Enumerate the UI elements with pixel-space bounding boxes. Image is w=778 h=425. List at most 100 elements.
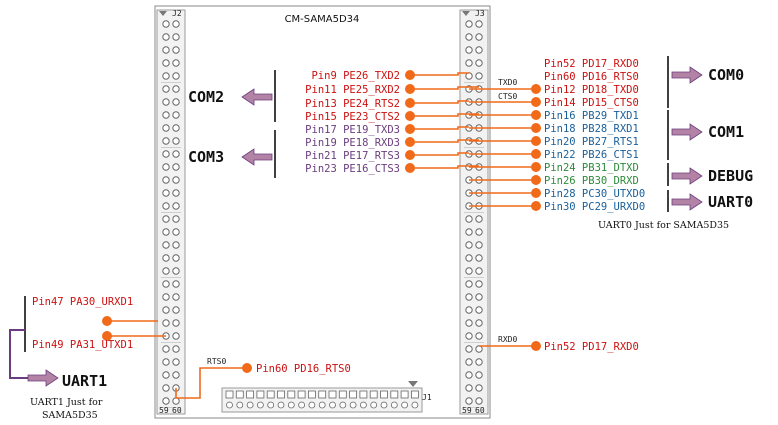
pin-rts0-bottom-label: Pin60 PD16_RTS0 bbox=[256, 363, 351, 375]
connection-dot bbox=[531, 136, 541, 146]
header-pin-hole bbox=[465, 332, 473, 340]
header-pin-hole bbox=[172, 202, 180, 210]
header-pin-hole bbox=[475, 332, 483, 340]
j1-pin-hole bbox=[307, 390, 316, 399]
header-pin-hole bbox=[465, 215, 473, 223]
connection-dot bbox=[405, 111, 415, 121]
header-pin-hole bbox=[172, 163, 180, 171]
j1-pin-hole bbox=[369, 390, 378, 399]
j1-pin-hole bbox=[411, 401, 419, 409]
connection-dot bbox=[405, 137, 415, 147]
pin-label: Pin14 PD15_CTS0 bbox=[544, 97, 639, 109]
pin-label: Pin15 PE23_CTS2 bbox=[305, 111, 400, 123]
header-pin-hole bbox=[162, 293, 170, 301]
header-pin-hole bbox=[162, 46, 170, 54]
trace-line bbox=[410, 86, 479, 90]
header-pin-hole bbox=[465, 46, 473, 54]
note-uart0: UART0 Just for SAMA5D35 bbox=[598, 220, 729, 231]
header-pin-hole bbox=[172, 176, 180, 184]
header-pin-hole bbox=[475, 20, 483, 28]
arrow-right-icon bbox=[671, 66, 703, 84]
pin-label: Pin26 PB30_DRXD bbox=[544, 175, 639, 187]
header-pin-hole bbox=[172, 319, 180, 327]
pin-label: Pin22 PB26_CTS1 bbox=[544, 149, 639, 161]
pin-label: Pin17 PE19_TXD3 bbox=[305, 124, 400, 136]
header-pin-hole bbox=[172, 124, 180, 132]
j3-marker-icon bbox=[462, 11, 470, 16]
note-uart1-line2: SAMA5D35 bbox=[42, 410, 98, 421]
connection-dot bbox=[102, 331, 112, 341]
header-pin-hole bbox=[162, 345, 170, 353]
header-pin-hole bbox=[475, 319, 483, 327]
header-pin-hole bbox=[475, 371, 483, 379]
header-pin-hole bbox=[172, 228, 180, 236]
header-pin-hole bbox=[162, 150, 170, 158]
header-pin-hole bbox=[465, 319, 473, 327]
header-pin-hole bbox=[162, 98, 170, 106]
j2-label: J2 bbox=[172, 9, 182, 18]
j1-pin-hole bbox=[338, 390, 347, 399]
header-pin-hole bbox=[172, 371, 180, 379]
j1-pin-hole bbox=[308, 401, 316, 409]
header-pin-hole bbox=[465, 20, 473, 28]
header-pin-hole bbox=[172, 46, 180, 54]
header-pin-hole bbox=[162, 189, 170, 197]
j3-pin60-label: 60 bbox=[475, 406, 485, 415]
connection-dot bbox=[531, 123, 541, 133]
header-pin-hole bbox=[172, 189, 180, 197]
j1-pin-hole bbox=[370, 401, 378, 409]
pin-label: Pin60 PD16_RTS0 bbox=[544, 71, 639, 83]
board-outline bbox=[154, 5, 491, 419]
pin-label: Pin47 PA30_URXD1 bbox=[32, 296, 133, 308]
header-pin-hole bbox=[475, 267, 483, 275]
header-pin-hole bbox=[162, 319, 170, 327]
trace-line bbox=[410, 139, 479, 143]
connector-j1: J1 bbox=[221, 381, 432, 413]
j1-pin-hole bbox=[328, 390, 337, 399]
connection-dot bbox=[531, 97, 541, 107]
connection-dot bbox=[531, 84, 541, 94]
arrow-left-icon bbox=[241, 88, 273, 106]
header-pin-hole bbox=[475, 384, 483, 392]
header-pin-hole bbox=[172, 150, 180, 158]
pin-label: Pin49 PA31_UTXD1 bbox=[32, 339, 133, 351]
j1-pin-hole bbox=[297, 390, 306, 399]
board-title: CM-SAMA5D34 bbox=[285, 14, 360, 25]
header-pin-hole bbox=[172, 345, 180, 353]
j1-pin-hole bbox=[380, 390, 388, 399]
header-pin-hole bbox=[172, 267, 180, 275]
pin-label: Pin28 PC30_UTXD0 bbox=[544, 188, 645, 200]
header-pin-hole bbox=[465, 280, 473, 288]
header-pin-hole bbox=[172, 241, 180, 249]
j1-pin-hole bbox=[235, 390, 244, 399]
trace-line bbox=[410, 152, 469, 156]
pin-rxd0-right-label: Pin52 PD17_RXD0 bbox=[544, 341, 639, 353]
pin-label: Pin21 PE17_RTS3 bbox=[305, 150, 400, 162]
trace-label-txd0: TXD0 bbox=[498, 78, 517, 87]
header-pin-hole bbox=[475, 72, 483, 80]
note-uart1-line1: UART1 Just for bbox=[30, 397, 103, 408]
header-pin-hole bbox=[162, 72, 170, 80]
j1-pin-hole bbox=[287, 390, 296, 399]
j1-pin-hole bbox=[236, 401, 244, 409]
j1-pin-hole bbox=[267, 401, 275, 409]
trace-label-rxd0: RXD0 bbox=[498, 335, 517, 344]
pin-label: Pin13 PE24_RTS2 bbox=[305, 98, 400, 110]
header-pin-hole bbox=[172, 59, 180, 67]
j1-pin-hole bbox=[256, 401, 264, 409]
arrow-right-icon bbox=[671, 193, 703, 211]
header-pin-hole bbox=[475, 241, 483, 249]
j1-pin-hole bbox=[359, 401, 367, 409]
j2-pin59-label: 59 bbox=[159, 406, 169, 415]
j1-pin-hole bbox=[256, 390, 265, 399]
pin-label: Pin20 PB27_RTS1 bbox=[544, 136, 639, 148]
header-pin-hole bbox=[475, 293, 483, 301]
j1-label: J1 bbox=[422, 393, 432, 402]
j1-pin-hole bbox=[318, 390, 327, 399]
pin-label: Pin19 PE18_RXD3 bbox=[305, 137, 400, 149]
trace-label-cts0: CTS0 bbox=[498, 92, 517, 101]
pin-label: Pin16 PB29_TXD1 bbox=[544, 110, 639, 122]
j1-pin-hole bbox=[380, 401, 388, 409]
header-pin-hole bbox=[475, 397, 483, 405]
j1-pin-hole bbox=[339, 401, 347, 409]
